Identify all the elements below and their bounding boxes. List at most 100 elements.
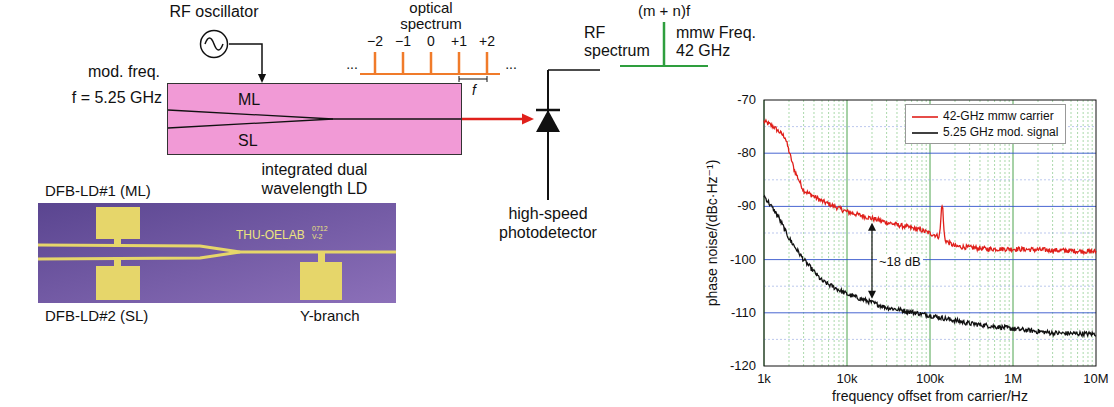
grid-line xyxy=(764,153,1096,154)
dimension-label: ~18 dB xyxy=(877,254,923,270)
circle-outline xyxy=(201,31,228,58)
phase-noise-chart xyxy=(764,100,1096,366)
legend-text: 5.25 GHz mod. signal xyxy=(943,125,1058,139)
grid-line xyxy=(1083,100,1084,366)
arrowhead xyxy=(868,291,876,299)
ellipsis: ... xyxy=(346,56,358,73)
part-name: DFB-LD#2 (SL) xyxy=(45,307,148,325)
sideband-index: 0 xyxy=(427,33,435,50)
contact-pad xyxy=(300,262,342,300)
connector-line xyxy=(229,44,262,76)
grid-line xyxy=(764,339,1096,340)
spacing-label: f xyxy=(472,82,476,99)
annotation: mod. freq. xyxy=(88,62,160,81)
spacing-bracket xyxy=(459,79,487,80)
output-wire xyxy=(548,69,600,71)
spectral-line xyxy=(486,52,489,74)
part-name: DFB-LD#1 (ML) xyxy=(45,182,151,200)
sideband-index: +2 xyxy=(479,33,495,50)
contact-pad xyxy=(96,266,140,300)
grid-line xyxy=(1071,100,1072,366)
tick-label: -110 xyxy=(731,305,756,321)
axis-title: frequency offset from carrier/Hz xyxy=(832,388,1028,405)
oscillator-circle xyxy=(199,29,229,59)
spacing-bracket xyxy=(487,76,488,82)
waveguide-line xyxy=(333,118,461,119)
arrowhead xyxy=(522,114,534,125)
waveguide xyxy=(38,252,240,259)
spectrum-title: optical spectrum xyxy=(389,0,473,32)
waveguide-line xyxy=(168,119,333,128)
diode-wire xyxy=(547,70,549,200)
spectral-line xyxy=(374,52,377,74)
laser-chip-box: MLSLintegrated dual wavelength LD xyxy=(167,83,462,155)
frequency-label: (m + n)f xyxy=(638,2,690,20)
tick-label: 1M xyxy=(1004,371,1022,387)
grid-line xyxy=(871,100,872,366)
tick-label: 10k xyxy=(837,371,858,387)
axis-title: phase noise/(dBc·Hz⁻¹) xyxy=(704,160,721,307)
ellipsis: ... xyxy=(505,56,517,73)
waveguide-line xyxy=(168,110,333,119)
spectrum-title: RF spectrum xyxy=(584,24,656,59)
section-label: SL xyxy=(238,131,258,150)
section-label: ML xyxy=(238,90,260,109)
node-caption: high-speed photodetector xyxy=(492,204,604,242)
sample-line xyxy=(912,116,938,118)
contact-pad xyxy=(96,207,140,239)
chip-marking: V-2 xyxy=(312,233,323,241)
tick-label: -80 xyxy=(737,145,756,161)
tick-label: 10M xyxy=(1083,371,1108,387)
legend-line-sample xyxy=(912,128,938,138)
spectral-line xyxy=(402,52,405,74)
grid-line xyxy=(838,100,839,366)
legend-text: 42-GHz mmw carrier xyxy=(943,109,1054,123)
legend-entry: 42-GHz mmw carrier xyxy=(912,108,1058,124)
connector xyxy=(229,44,266,83)
connector xyxy=(462,114,534,125)
waveguide-lines xyxy=(168,84,461,154)
waveguide xyxy=(38,245,240,252)
legend-box: 42-GHz mmw carrier 5.25 GHz mod. signal xyxy=(905,104,1066,144)
arrowhead xyxy=(868,223,876,231)
diode-triangle xyxy=(536,110,560,132)
grid-line xyxy=(764,312,1096,313)
node-caption: RF oscillator xyxy=(156,2,272,21)
dimension-arrow xyxy=(871,229,872,293)
chip-marking: 0712 xyxy=(312,225,328,233)
frequency-label: mmw Freq. 42 GHz xyxy=(676,24,762,59)
sine-wave xyxy=(205,38,223,50)
tick-label: -120 xyxy=(730,358,756,374)
node-caption: integrated dual wavelength LD xyxy=(245,160,385,198)
chip-photo xyxy=(38,203,396,303)
tick-label: 1k xyxy=(757,371,771,387)
annotation: f = 5.25 GHz xyxy=(72,88,162,107)
spacing-bracket xyxy=(459,76,460,82)
grid-line xyxy=(764,206,1096,207)
spectral-line xyxy=(430,52,433,74)
connector-line xyxy=(462,118,524,121)
grid-line xyxy=(764,179,1096,180)
spectral-line xyxy=(458,52,461,74)
tick-label: -70 xyxy=(737,92,756,108)
part-name: Y-branch xyxy=(300,307,360,325)
sample-line xyxy=(912,132,938,134)
pad-stem xyxy=(318,252,325,263)
chip-marking: THU-OELAB xyxy=(236,228,305,242)
sideband-index: −1 xyxy=(395,33,411,50)
grid-line xyxy=(764,286,1096,287)
grid-line xyxy=(764,259,1096,260)
grid-line xyxy=(843,100,844,366)
mod-signal-noise-curve xyxy=(764,196,1096,336)
photodiode-symbol: high-speed photodetector xyxy=(534,70,562,200)
tick-label: 100k xyxy=(916,371,944,387)
sideband-index: −2 xyxy=(367,33,383,50)
sideband-index: +1 xyxy=(451,33,467,50)
arrowhead xyxy=(258,74,266,83)
grid-line xyxy=(803,100,804,366)
grid-line xyxy=(847,100,848,366)
tick-label: -90 xyxy=(737,199,756,215)
